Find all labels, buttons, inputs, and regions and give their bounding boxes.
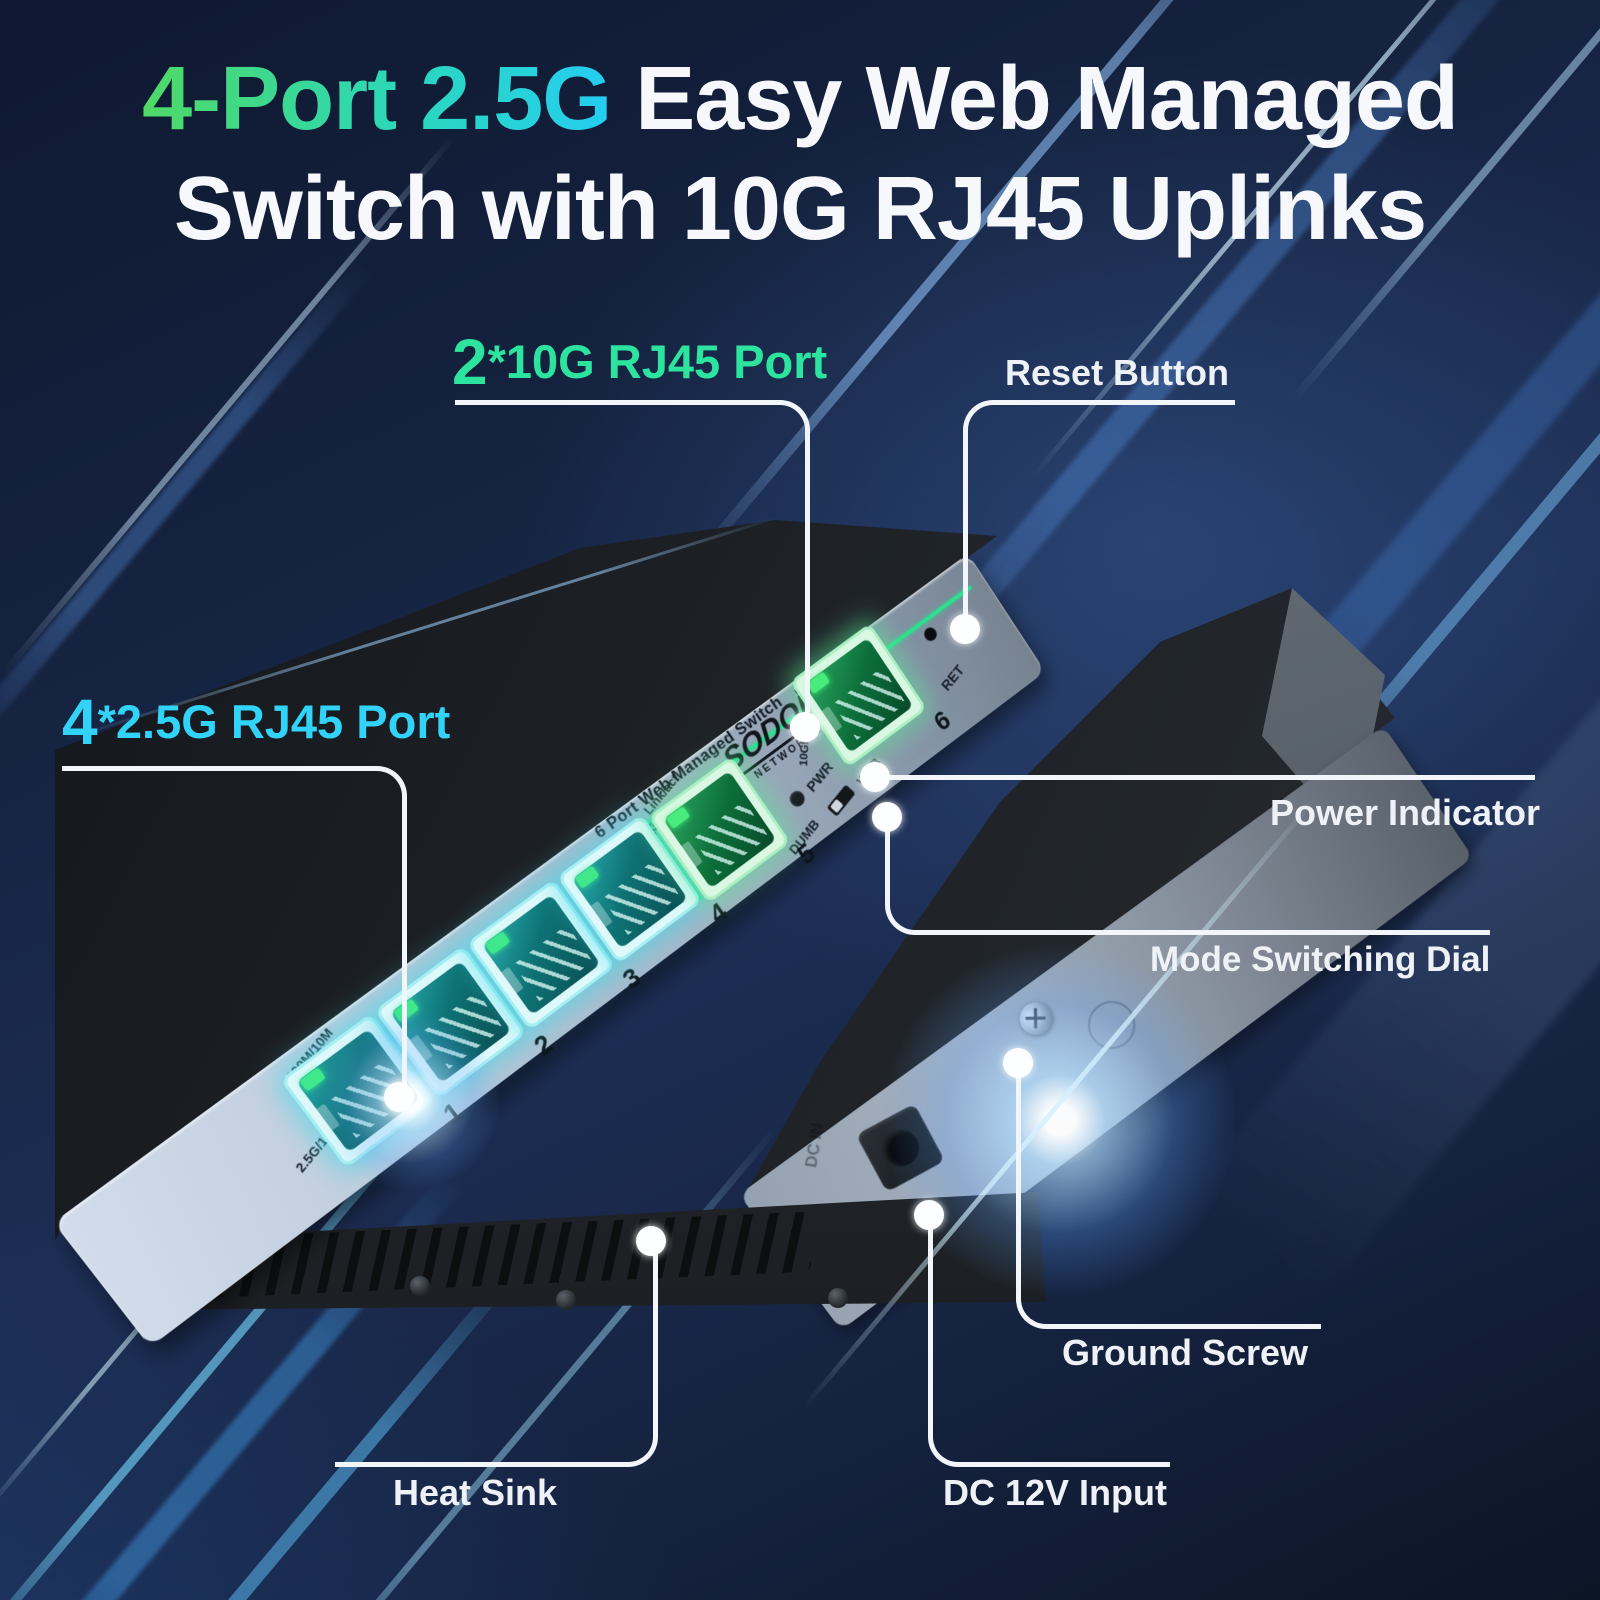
light-streak [1235, 177, 1600, 876]
power-led [786, 787, 808, 810]
callout-line-heatsink [335, 1240, 658, 1467]
ground-screw [1013, 996, 1059, 1042]
title-highlight: 4-Port 2.5G [142, 49, 612, 149]
mode-switch-knob [830, 798, 844, 814]
screw-slot [1033, 1008, 1038, 1029]
port-number: 4 [704, 897, 733, 930]
callout-dot-heatsink [636, 1226, 666, 1256]
mode-slide-switch[interactable] [826, 784, 856, 817]
port-number: 1 [437, 1096, 469, 1131]
callout-dot-ground [1003, 1048, 1033, 1078]
dc-jack [855, 1103, 945, 1193]
ground-symbol-ring [1078, 991, 1145, 1059]
callout-dot-uplink [790, 712, 820, 742]
callout-line-power [875, 775, 1535, 784]
port-number: 6 [928, 705, 956, 737]
dc-jack-hole [875, 1122, 926, 1173]
callout-dot-mode [872, 802, 902, 832]
uplink-text: *10G RJ45 Port [487, 335, 828, 388]
reset-hole[interactable] [921, 624, 940, 644]
mode-switching-label: Mode Switching Dial [1150, 940, 1491, 979]
page-title-line1: 4-Port 2.5G Easy Web Managed [0, 48, 1600, 151]
title-rest: Easy Web Managed [611, 49, 1459, 149]
access-count: 4 [62, 686, 98, 758]
page-title-line2: Switch with 10G RJ45 Uplinks [173, 159, 1427, 259]
uplink-ports-label: 2*10G RJ45 Port [452, 330, 827, 394]
access-text: *2.5G RJ45 Port [97, 695, 451, 748]
port-pins [422, 992, 504, 1070]
ground-screw-label: Ground Screw [1061, 1332, 1309, 1373]
uplink-count: 2 [452, 326, 488, 398]
callout-dot-reset [950, 614, 980, 644]
callout-line-reset [963, 400, 1235, 635]
port-pins [602, 860, 680, 936]
port-number: 3 [617, 962, 647, 996]
port-pins [832, 667, 906, 741]
access-ports-label: 4*2.5G RJ45 Port [62, 690, 450, 754]
callout-line-mode [885, 817, 1490, 935]
callout-line-uplink [455, 400, 810, 735]
light-streak [0, 258, 374, 762]
callout-dot-dc [914, 1200, 944, 1230]
callout-dot-power [860, 762, 890, 792]
callout-dot-access-ports [384, 1082, 414, 1112]
port-pins [513, 925, 593, 1002]
port-pins [692, 801, 769, 876]
callout-line-access-ports [62, 766, 407, 1101]
reset-ret-label: RET [938, 662, 968, 695]
port-number: 2 [528, 1028, 559, 1062]
reset-button-label: Reset Button [1005, 352, 1229, 393]
dc-in-embossed-label: DC IN [802, 1121, 828, 1169]
chassis-screw [828, 1288, 848, 1308]
dc-input-label: DC 12V Input [942, 1472, 1167, 1513]
heatsink-label: Heat Sink [392, 1472, 558, 1513]
power-indicator-label: Power Indicator [1269, 792, 1540, 833]
